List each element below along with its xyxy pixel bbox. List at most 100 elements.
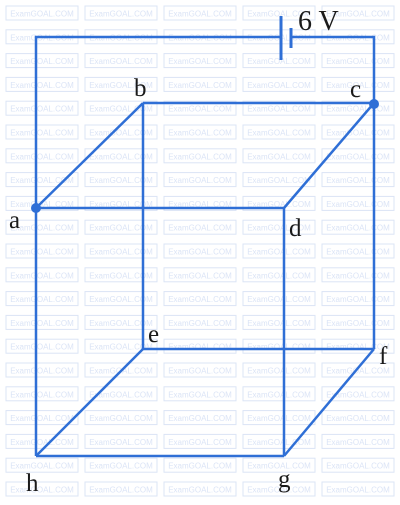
watermark-tile [321,148,395,164]
watermark-tile [242,195,316,211]
watermark-text: ExamGOAL.COM [247,462,311,471]
battery-voltage-label: 6 V [298,6,339,37]
watermark-text: ExamGOAL.COM [89,319,153,328]
watermark-text: ExamGOAL.COM [89,343,153,352]
watermark-tile [163,291,237,307]
watermark-tile [242,76,316,92]
watermark-tile [84,243,158,259]
watermark-text: ExamGOAL.COM [168,390,232,399]
watermark-text: ExamGOAL.COM [247,271,311,280]
watermark-tile [321,195,395,211]
watermark-tile [163,195,237,211]
watermark-tile [242,53,316,69]
watermark-text: ExamGOAL.COM [168,486,232,495]
watermark-tile [84,410,158,426]
junction-dot-c [369,99,379,109]
watermark-tile [163,481,237,497]
watermark-text: ExamGOAL.COM [326,10,390,19]
watermark-tile [5,243,79,259]
watermark-tile [242,267,316,283]
watermark-tile [84,291,158,307]
watermark-text: ExamGOAL.COM [89,200,153,209]
watermark-text: ExamGOAL.COM [326,105,390,114]
watermark-text: ExamGOAL.COM [247,105,311,114]
watermark-tile [321,267,395,283]
watermark-text: ExamGOAL.COM [10,129,74,138]
watermark-text: ExamGOAL.COM [168,319,232,328]
watermark-tile [242,172,316,188]
watermark-text: ExamGOAL.COM [89,129,153,138]
watermark-text: ExamGOAL.COM [168,248,232,257]
watermark-text: ExamGOAL.COM [168,271,232,280]
watermark-tile [5,53,79,69]
watermark-text: ExamGOAL.COM [10,248,74,257]
watermark-tile [163,386,237,402]
watermark-tile [242,362,316,378]
watermark-tile [163,243,237,259]
watermark-tile [5,5,79,21]
watermark-tile [242,481,316,497]
watermark-tile [163,410,237,426]
watermark-text: ExamGOAL.COM [89,176,153,185]
watermark-text: ExamGOAL.COM [326,129,390,138]
watermark-tile [5,148,79,164]
watermark-tile [163,100,237,116]
watermark-tile [84,481,158,497]
watermark-text: ExamGOAL.COM [326,295,390,304]
watermark-text: ExamGOAL.COM [326,438,390,447]
watermark-text: ExamGOAL.COM [168,367,232,376]
watermark-tile [84,433,158,449]
watermark-text: ExamGOAL.COM [10,367,74,376]
watermark-tile [242,386,316,402]
watermark-text: ExamGOAL.COM [326,486,390,495]
watermark-tile [84,172,158,188]
watermark-tile [163,362,237,378]
watermark-tile [5,267,79,283]
watermark-text: ExamGOAL.COM [89,438,153,447]
vertex-label-c: c [350,76,361,103]
watermark-tile [321,433,395,449]
watermark-tile [242,124,316,140]
watermark-tile [321,386,395,402]
watermark-text: ExamGOAL.COM [89,10,153,19]
watermark-tile [163,219,237,235]
watermark-tile [84,362,158,378]
watermark-text: ExamGOAL.COM [10,319,74,328]
watermark-tile [163,148,237,164]
watermark-tile [84,314,158,330]
watermark-tile [84,219,158,235]
watermark-tile [163,5,237,21]
watermark-text: ExamGOAL.COM [10,271,74,280]
watermark-text: ExamGOAL.COM [10,152,74,161]
watermark-text: ExamGOAL.COM [247,367,311,376]
watermark-text: ExamGOAL.COM [168,57,232,66]
watermark-text: ExamGOAL.COM [247,200,311,209]
watermark-text: ExamGOAL.COM [10,224,74,233]
watermark-text: ExamGOAL.COM [168,414,232,423]
watermark-text: ExamGOAL.COM [168,10,232,19]
watermark-text: ExamGOAL.COM [89,390,153,399]
watermark-text: ExamGOAL.COM [168,438,232,447]
watermark-text: ExamGOAL.COM [168,129,232,138]
watermark-text: ExamGOAL.COM [89,152,153,161]
edge-a-b [35,102,144,209]
watermark-text: ExamGOAL.COM [326,200,390,209]
watermark-tile [242,338,316,354]
edge-c-d [283,102,375,209]
watermark-text: ExamGOAL.COM [89,81,153,90]
watermark-tile [84,457,158,473]
watermark-text: ExamGOAL.COM [247,248,311,257]
watermark-text: ExamGOAL.COM [89,271,153,280]
watermark-text: ExamGOAL.COM [326,319,390,328]
edge-f-g [283,348,375,457]
watermark-text: ExamGOAL.COM [89,462,153,471]
watermark-text: ExamGOAL.COM [10,390,74,399]
watermark-text: ExamGOAL.COM [10,105,74,114]
watermark-text: ExamGOAL.COM [10,200,74,209]
watermark-text: ExamGOAL.COM [247,129,311,138]
watermark-tile [163,172,237,188]
watermark-text: ExamGOAL.COM [10,10,74,19]
watermark-text: ExamGOAL.COM [247,224,311,233]
watermark-text: ExamGOAL.COM [168,295,232,304]
watermark-tile [163,314,237,330]
